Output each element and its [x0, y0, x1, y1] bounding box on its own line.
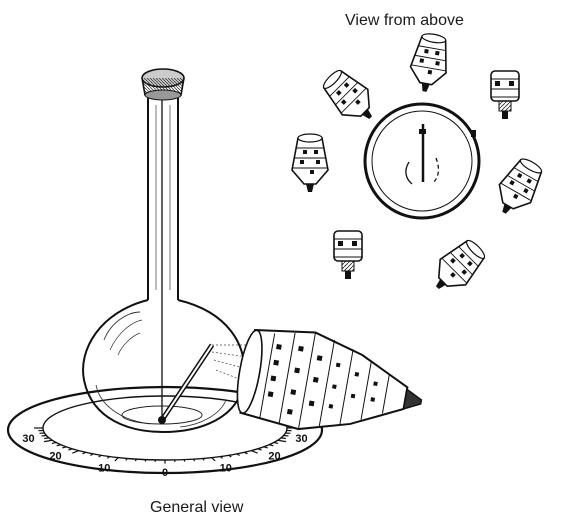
mini-lamp-icon: [317, 64, 383, 130]
flask-icon: [83, 98, 244, 432]
scale-number: 30: [22, 433, 34, 445]
scale-number: 30: [295, 433, 307, 445]
mini-lamp-icon: [407, 31, 453, 94]
scale-tick: [281, 438, 286, 439]
mini-lamp-icon: [491, 71, 519, 119]
scale-number: 10: [220, 463, 232, 475]
scale-tick: [184, 460, 185, 462]
mini-lamp-icon: [334, 231, 362, 279]
scale-tick: [44, 438, 49, 439]
scale-tick: [145, 460, 146, 462]
mini-lamp-icon: [488, 153, 548, 221]
scale-number: 20: [268, 450, 280, 462]
scale-number: 10: [98, 463, 110, 475]
mini-lamp-icon: [292, 134, 328, 192]
scale-number: 0: [162, 467, 168, 479]
stopper-icon: [142, 69, 184, 100]
mini-lamp-icon: [425, 234, 491, 300]
scale-number: 20: [49, 450, 61, 462]
dial-top-view-icon: [365, 104, 479, 218]
